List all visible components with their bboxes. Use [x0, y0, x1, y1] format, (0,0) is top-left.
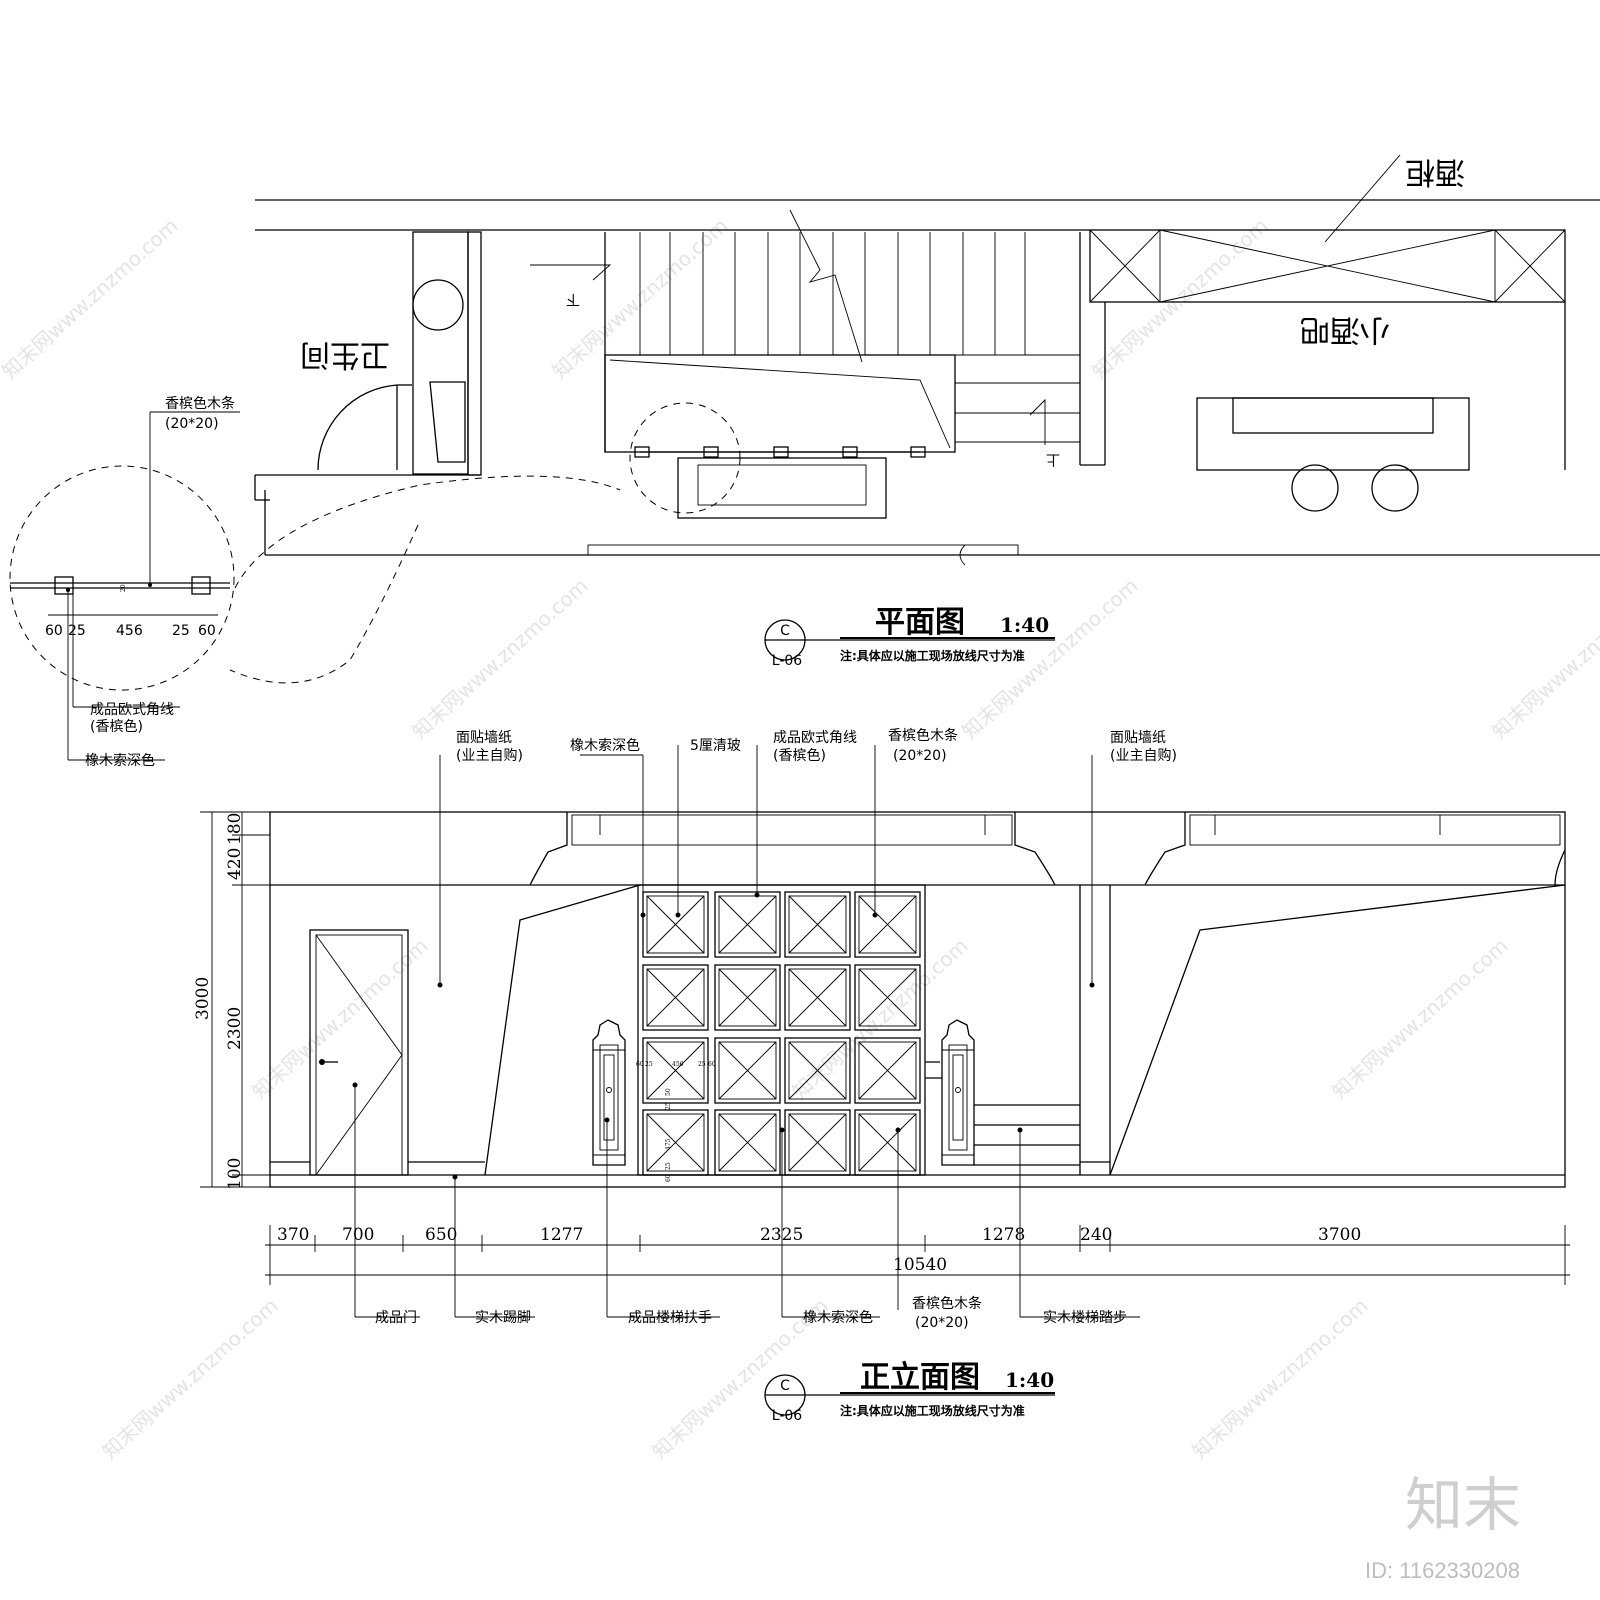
callout-wallpaper-left: 面贴墙纸 [456, 730, 512, 746]
detail-dim: 456 [116, 623, 143, 639]
elevation-title: 正立面图 [860, 1360, 980, 1395]
callout-wallpaper-right: 面贴墙纸 [1110, 730, 1166, 746]
panel-small-dim: 60 [665, 1174, 672, 1182]
panel-small-dim: 25 [665, 1162, 672, 1170]
callout-molding: 成品欧式角线 [773, 730, 857, 746]
watermark-text: 知末网www.znzmo.com [1187, 1294, 1372, 1464]
hdim: 1277 [540, 1225, 583, 1245]
detail-dim: 60 [45, 623, 63, 639]
detail-dim: 25 [68, 623, 86, 639]
room-label-cabinet: 酒柜 [1405, 154, 1465, 189]
hdim: 240 [1080, 1225, 1112, 1245]
watermark-text: 知末网www.znzmo.com [247, 934, 432, 1104]
stair-mark-up: 上 [1046, 451, 1060, 467]
newel-post-right [941, 1019, 975, 1166]
top-callouts: 面贴墙纸 (业主自购) 橡木索深色 5厘清玻 成品欧式角线 (香槟色) 香槟色木… [437, 727, 1177, 988]
hdim: 1278 [982, 1225, 1025, 1245]
watermark-text: 知末网www.znzmo.com [1487, 574, 1600, 744]
profile-detail: 香槟色木条 (20*20) 20 60 25 456 25 60 成品欧式角线 … [9, 395, 240, 769]
detail-label-oak: 橡木索深色 [85, 752, 155, 769]
elevation-symbol-top: C [780, 1378, 790, 1394]
detail-label-strip: 香槟色木条 [165, 395, 235, 412]
plan-view: 卫生间 下 [229, 154, 1600, 684]
newel-post-left [592, 1019, 626, 1166]
callout-wallpaper-left-spec: (业主自购) [456, 748, 523, 764]
plan-symbol-top: C [780, 623, 790, 639]
plan-scale: 1:40 [1000, 613, 1049, 637]
panel-small-dim: 456 [672, 1061, 684, 1068]
callout-strip-spec: (20*20) [893, 748, 947, 764]
panel-small-dim: 25 [698, 1061, 706, 1068]
callout-strip-bottom-spec: (20*20) [915, 1315, 969, 1331]
hdim: 650 [425, 1225, 457, 1245]
panel-grid: 60 25 456 25 60 25 50 475 60 25 [636, 884, 926, 1182]
horizontal-dimensions: 370 700 650 1277 2325 1278 240 3700 1054… [265, 1225, 1570, 1285]
watermark-text: 知末网www.znzmo.com [97, 1294, 282, 1464]
plan-note: 注:具体应以施工现场放线尺寸为准 [840, 648, 1025, 663]
brand-logo: 知末 [1405, 1471, 1521, 1539]
detail-dim-height: 20 [120, 584, 127, 592]
vdim-total: 3000 [193, 977, 213, 1020]
detail-label-molding: 成品欧式角线 [90, 702, 174, 718]
panel-small-dim: 25 [645, 1061, 653, 1068]
callout-strip-bottom: 香槟色木条 [912, 1295, 982, 1312]
vdim-cornice: 420 [225, 848, 245, 880]
plan-symbol-bottom: L-06 [772, 653, 803, 669]
vertical-dimensions: 3000 180 420 2300 100 [193, 811, 270, 1190]
detail-label-strip-spec: (20*20) [165, 416, 219, 432]
callout-strip: 香槟色木条 [888, 727, 958, 744]
elevation-view: 60 25 456 25 60 25 50 475 60 25 [193, 727, 1570, 1424]
elevation-scale: 1:40 [1005, 1368, 1054, 1392]
callout-tread: 实木楼梯踏步 [1043, 1310, 1127, 1326]
hdim: 370 [277, 1225, 309, 1245]
callout-skirting: 实木踢脚 [475, 1310, 531, 1326]
callout-oak-bottom: 橡木索深色 [803, 1309, 873, 1326]
panel-small-dim: 60 [636, 1061, 644, 1068]
elevation-note: 注:具体应以施工现场放线尺寸为准 [840, 1403, 1025, 1418]
plan-title: 平面图 [875, 605, 965, 640]
room-label-bathroom: 卫生间 [300, 337, 390, 372]
detail-dim: 25 [172, 623, 190, 639]
vdim-base: 100 [225, 1158, 245, 1190]
brand-id: ID: 1162330208 [1365, 1558, 1520, 1583]
hdim: 3700 [1318, 1225, 1361, 1245]
callout-molding-spec: (香槟色) [773, 747, 826, 764]
vdim-top: 180 [225, 813, 245, 845]
bottom-callouts: 成品门 实木踢脚 成品楼梯扶手 橡木索深色 香槟色木条 (20*20) 实木楼梯… [352, 1082, 1140, 1331]
detail-dim: 60 [198, 623, 216, 639]
callout-glass: 5厘清玻 [690, 738, 741, 754]
watermark-text: 知末网www.znzmo.com [0, 214, 183, 384]
hdim: 700 [342, 1225, 374, 1245]
callout-oak: 橡木索深色 [570, 737, 640, 754]
elevation-symbol-bottom: L-06 [772, 1408, 803, 1424]
callout-wallpaper-right-spec: (业主自购) [1110, 748, 1177, 764]
panel-small-dim: 25 [665, 1102, 672, 1110]
detail-label-molding-spec: (香槟色) [90, 718, 143, 735]
watermark-text: 知末网www.znzmo.com [1327, 934, 1512, 1104]
panel-small-dim: 50 [665, 1088, 672, 1096]
panel-small-dim: 475 [665, 1138, 672, 1150]
stair-mark-down: 下 [566, 291, 580, 307]
room-label-bar: 小酒吧 [1300, 312, 1390, 347]
watermark-text: 知末网www.znzmo.com [407, 574, 592, 744]
vdim-main: 2300 [225, 1007, 245, 1050]
callout-handrail: 成品楼梯扶手 [628, 1310, 712, 1326]
watermark-text: 知末网www.znzmo.com [1087, 214, 1272, 384]
callout-door: 成品门 [375, 1310, 417, 1326]
panel-small-dim: 60 [708, 1061, 716, 1068]
hdim-total: 10540 [893, 1255, 947, 1275]
